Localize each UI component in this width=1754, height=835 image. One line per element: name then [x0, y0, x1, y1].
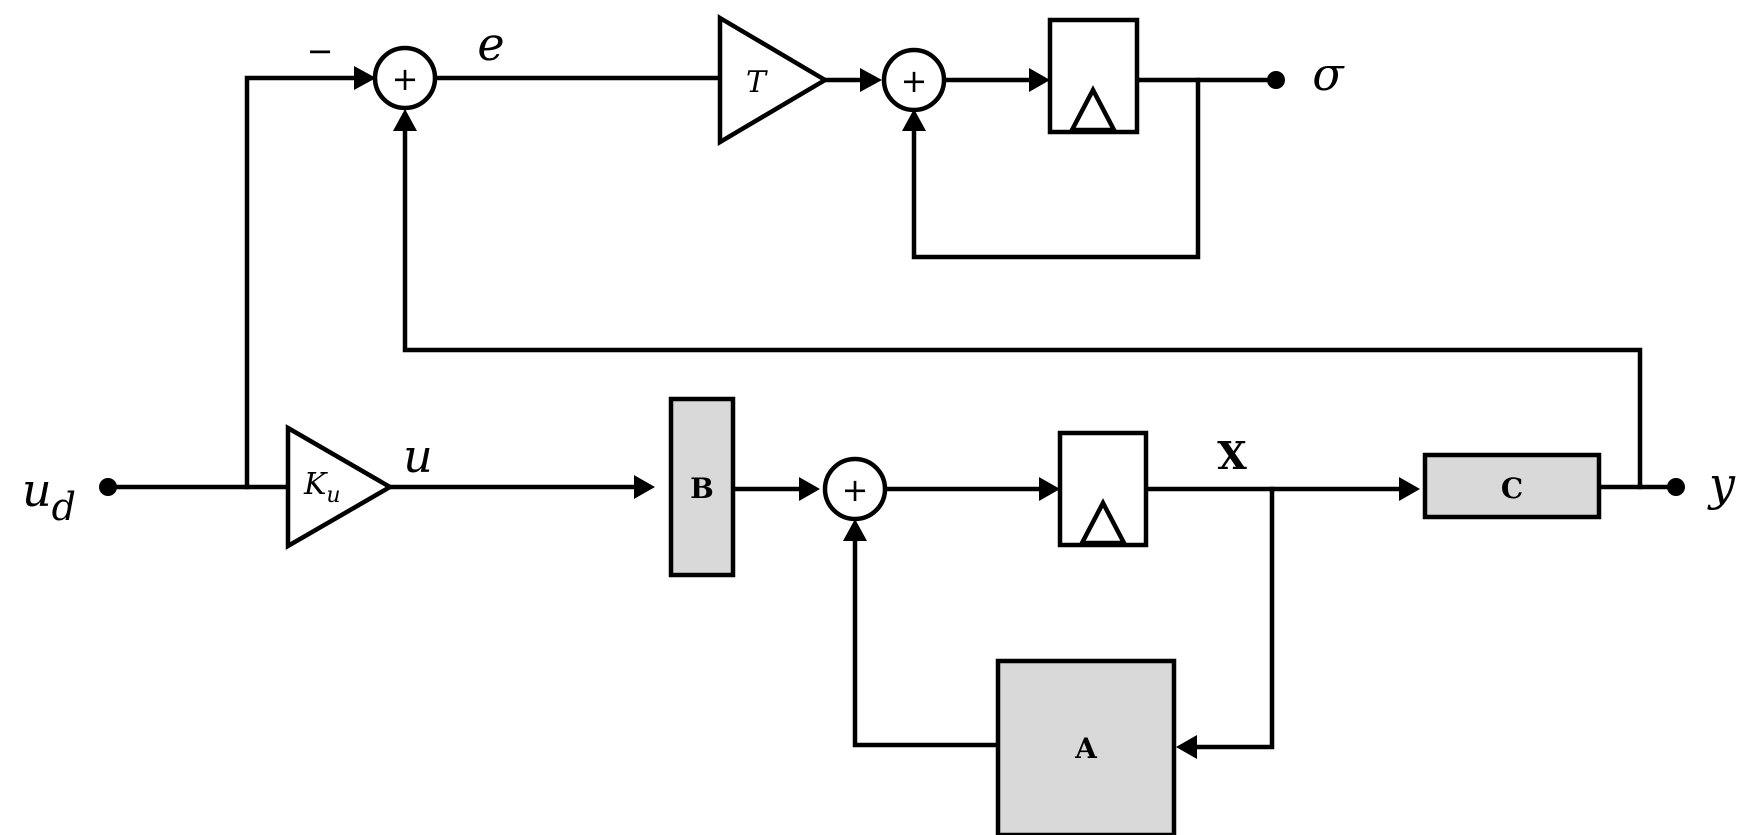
- gain-ku-label: Ku: [303, 467, 341, 508]
- matrix-b-label: B: [690, 472, 714, 505]
- input-signal-subscript: d: [52, 485, 76, 529]
- terminal-output-dot: [1667, 478, 1685, 496]
- arrowhead-int-sum-left: [860, 68, 882, 92]
- matrix-c-block: [1422, 452, 1602, 520]
- wire-a-out: [852, 537, 1001, 748]
- wire-feedforward-branch: [244, 75, 365, 490]
- matrix-a-block: [995, 658, 1177, 835]
- arrowhead-int-sum-bottom: [902, 109, 926, 131]
- error-summer-sign: +: [392, 60, 419, 98]
- arrowhead-a-block: [1176, 735, 1197, 759]
- input-signal-symbol: u: [22, 463, 52, 517]
- terminal-sigma-dot: [1267, 71, 1285, 89]
- terminal-input-dot: [99, 478, 117, 496]
- sigma-integrator-symbol: [1068, 85, 1118, 133]
- wire-int-feedback: [911, 77, 1201, 260]
- arrowhead-int-block: [1029, 68, 1050, 92]
- arrowhead-error-sum-bottom: [393, 109, 417, 131]
- arrowhead-state-sum-bottom: [843, 519, 867, 541]
- gain-t-triangle: [717, 14, 830, 146]
- wire-output-feedback: [402, 129, 1643, 490]
- gain-t-label: T: [746, 65, 768, 100]
- state-summer-sign: +: [842, 471, 869, 509]
- state-summer: [822, 456, 888, 522]
- control-signal-label: u: [403, 429, 433, 483]
- arrowhead-state-int-block: [1039, 477, 1060, 501]
- integrator-summer-sign: +: [901, 62, 928, 100]
- state-signal-label: X: [1217, 433, 1247, 478]
- arrowhead-b-block: [634, 475, 655, 499]
- gain-ku-triangle: [285, 424, 395, 550]
- arrowhead-c-block: [1399, 477, 1420, 501]
- input-signal-label: ud: [22, 463, 76, 529]
- wire-state-feedback: [1191, 486, 1275, 750]
- matrix-a-label: A: [1074, 732, 1098, 765]
- minus-sign-label: −: [307, 32, 334, 70]
- matrix-b-block: [668, 396, 736, 578]
- error-signal-label: e: [477, 17, 504, 71]
- matrix-c-label: C: [1501, 472, 1523, 505]
- error-summer: [372, 45, 438, 111]
- arrowhead-error-sum-left: [354, 66, 376, 90]
- sigma-signal-label: σ: [1312, 47, 1345, 101]
- gain-ku-symbol: K: [303, 467, 328, 502]
- state-integrator-symbol: [1078, 498, 1128, 546]
- output-signal-label: y: [1707, 457, 1736, 511]
- arrowhead-state-sum-left: [799, 477, 820, 501]
- integrator-summer: [881, 47, 947, 113]
- gain-ku-subscript: u: [326, 483, 340, 508]
